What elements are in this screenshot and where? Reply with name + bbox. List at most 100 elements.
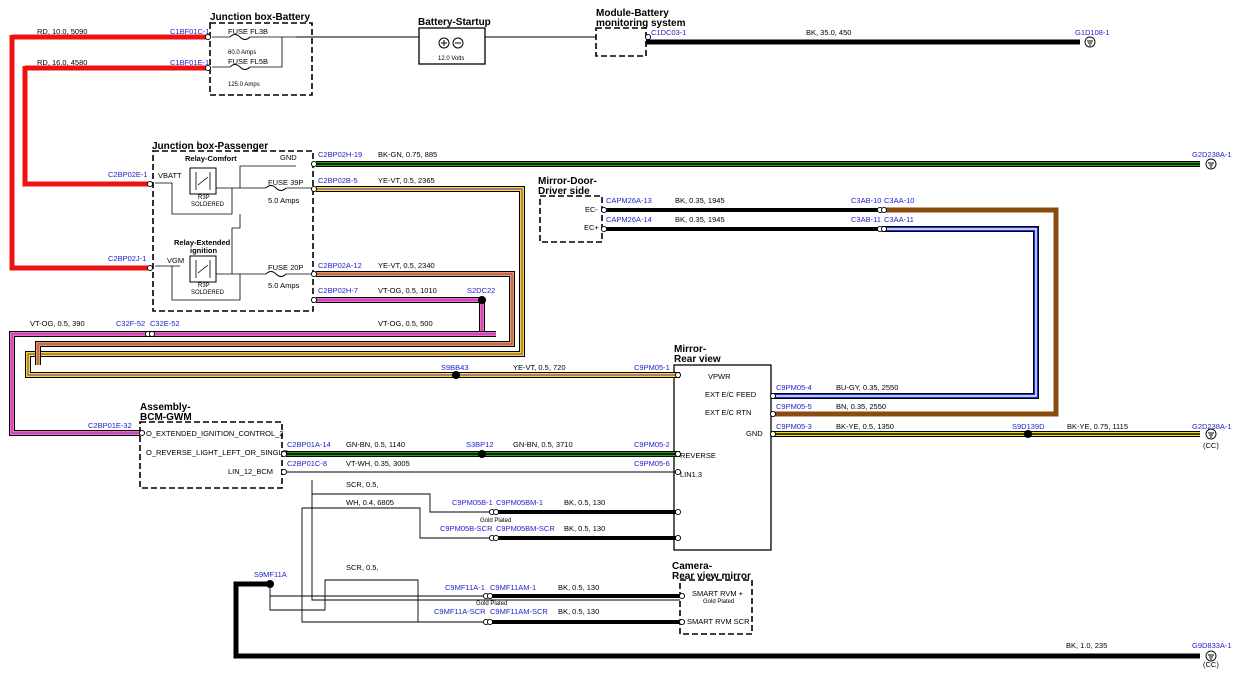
- wire-label-bk-35: BK, 35.0, 450: [806, 28, 851, 37]
- mirror-door-driver-side[interactable]: [539, 195, 603, 243]
- bcm-title-1: Assembly-: [140, 402, 191, 413]
- splice-1[interactable]: [451, 370, 461, 380]
- jb-battery-bus: [250, 36, 296, 68]
- conn-c9mf11ascr: C9MF11A-SCR: [434, 607, 486, 616]
- wire-vt-og-1010-stripe: [316, 299, 483, 334]
- terminal-10[interactable]: [600, 225, 608, 233]
- conn-c3ab10: C3AB-10: [851, 196, 881, 205]
- terminal-28[interactable]: [674, 371, 682, 379]
- battery-startup[interactable]: [418, 27, 486, 65]
- terminal-32[interactable]: [674, 534, 682, 542]
- terminal-30[interactable]: [674, 468, 682, 476]
- wire-wh-top: [302, 507, 490, 539]
- fuse-39p-amps: 5.0 Amps: [268, 196, 300, 205]
- wire-ye-vt-2340-stripe: [37, 273, 513, 365]
- terminal-8[interactable]: [310, 296, 318, 304]
- conn-c2bp01e32: C2BP01E-32: [88, 421, 132, 430]
- conn-c9pm05-3: C9PM05-3: [776, 422, 812, 431]
- cc-note-1: (CC): [1203, 441, 1219, 450]
- splice-2[interactable]: [477, 449, 487, 459]
- wire-label-bn: BN, 0.35, 2550: [836, 402, 886, 411]
- terminal-3[interactable]: [146, 180, 154, 188]
- terminal-31[interactable]: [674, 508, 682, 516]
- terminal-29[interactable]: [674, 450, 682, 458]
- wire-label-ye-vt-720: YE-VT, 0.5, 720: [513, 363, 566, 372]
- terminal-1[interactable]: [204, 64, 212, 72]
- terminal-18[interactable]: [280, 450, 288, 458]
- conn-c3aa11: C3AA-11: [884, 215, 914, 224]
- terminal-17[interactable]: [138, 429, 146, 437]
- terminal-7[interactable]: [310, 270, 318, 278]
- internal-symbols: FUSE FL3B 60.0 Amps FUSE FL5B 125.0 Amps…: [146, 27, 1219, 669]
- ground-g2d238a-mid[interactable]: [1205, 428, 1217, 440]
- ground-g9d833a[interactable]: [1205, 650, 1217, 662]
- terminal-35[interactable]: [769, 430, 777, 438]
- battery-volts: 12.0 Volts: [438, 56, 464, 62]
- conn-c9pm05bmscr: C9PM05BM-SCR: [496, 524, 555, 533]
- splice-4[interactable]: [265, 579, 275, 589]
- ground-g2d238a-top[interactable]: [1205, 158, 1217, 170]
- fuse-39p-icon: [265, 185, 287, 191]
- junction-box-battery[interactable]: [209, 22, 313, 96]
- terminal-33[interactable]: [769, 392, 777, 400]
- terminal-9[interactable]: [600, 206, 608, 214]
- terminal-19[interactable]: [280, 468, 288, 476]
- ground-g9d833a-icon: [1208, 654, 1214, 660]
- splice-3[interactable]: [1023, 429, 1033, 439]
- terminal-34[interactable]: [769, 410, 777, 418]
- o-rev-label: O_REVERSE_LIGHT_LEFT_OR_SINGLE: [146, 448, 288, 457]
- junction-box-passenger[interactable]: [152, 150, 314, 312]
- ground-g1d108[interactable]: [1084, 36, 1096, 48]
- conn-c32f52: C32F-52: [116, 319, 145, 328]
- terminal-0[interactable]: [204, 33, 212, 41]
- terminal-5[interactable]: [310, 160, 318, 168]
- terminal-36[interactable]: [678, 592, 686, 600]
- wire-bu-gy-stripe: [771, 228, 1037, 397]
- conn-c1bf01c: C1BF01C-1: [170, 27, 210, 36]
- wire-labels: RD, 10.0, 5090 RD, 16.0, 4580 BK, 35.0, …: [30, 27, 1128, 650]
- terminal-21[interactable]: [492, 508, 500, 516]
- reverse-label: REVERSE: [680, 451, 716, 460]
- conn-g2d238a-mid: G2D238A-1: [1192, 422, 1232, 431]
- terminal-2[interactable]: [644, 33, 652, 41]
- terminal-27[interactable]: [486, 618, 494, 626]
- ground-g2d238a-top-icon: [1208, 162, 1214, 168]
- wire-label-bk-ye-1115: BK-YE, 0.75, 1115: [1067, 422, 1128, 431]
- mirror-door-title-2: Driver side: [538, 186, 590, 197]
- wire-ye-vt-2365: [26, 187, 680, 377]
- smart-scr-label: SMART RVM SCR: [687, 617, 750, 626]
- lin-label: LIN1.3: [680, 470, 702, 479]
- ground-g1d108-icon: [1087, 40, 1093, 46]
- wire-label-vt-og-500: VT-OG, 0.5, 500: [378, 319, 433, 328]
- terminal-14[interactable]: [880, 225, 888, 233]
- wire-vt-og-390-stripe: [11, 333, 496, 434]
- wire-label-ye-vt-2340: YE-VT, 0.5, 2340: [378, 261, 435, 270]
- terminal-23[interactable]: [492, 534, 500, 542]
- conn-c9mf11a1: C9MF11A-1: [445, 583, 485, 592]
- terminal-25[interactable]: [486, 592, 494, 600]
- mirror-rear-view[interactable]: [673, 364, 772, 551]
- vpwr-label: VPWR: [708, 372, 731, 381]
- relay-ext-r3p: R3P: [198, 283, 210, 289]
- terminal-4[interactable]: [146, 264, 154, 272]
- splice-0[interactable]: [477, 295, 487, 305]
- camera-rear-view-mirror[interactable]: [679, 579, 753, 635]
- ground-g2d238a-mid-icon: [1208, 432, 1214, 438]
- wire-label-scr-1: SCR, 0.5,: [346, 480, 379, 489]
- battery-startup-title: Battery-Startup: [418, 17, 491, 28]
- conn-capm26a13: CAPM26A-13: [606, 196, 652, 205]
- terminal-12[interactable]: [880, 206, 888, 214]
- terminal-6[interactable]: [310, 185, 318, 193]
- terminal-37[interactable]: [678, 618, 686, 626]
- conn-capm26a14: CAPM26A-14: [606, 215, 652, 224]
- module-battery-monitoring[interactable]: [595, 27, 647, 57]
- conn-c1dc03: C1DC03-1: [651, 28, 686, 37]
- mirror-rear-title-2: Rear view: [674, 354, 721, 365]
- wire-vt-og-1010-outline: [316, 297, 485, 334]
- wire-label-bk-ye-1350: BK-YE, 0.5, 1350: [836, 422, 894, 431]
- wire-label-rd-10: RD, 10.0, 5090: [37, 27, 87, 36]
- connector-labels: C1BF01C-1 C1BF01E-1 C1DC03-1 G1D108-1 C2…: [88, 27, 1232, 650]
- terminal-16[interactable]: [148, 330, 156, 338]
- conn-g9d833a: G9D833A-1: [1192, 641, 1232, 650]
- wire-label-scr-2: SCR, 0.5,: [346, 563, 379, 572]
